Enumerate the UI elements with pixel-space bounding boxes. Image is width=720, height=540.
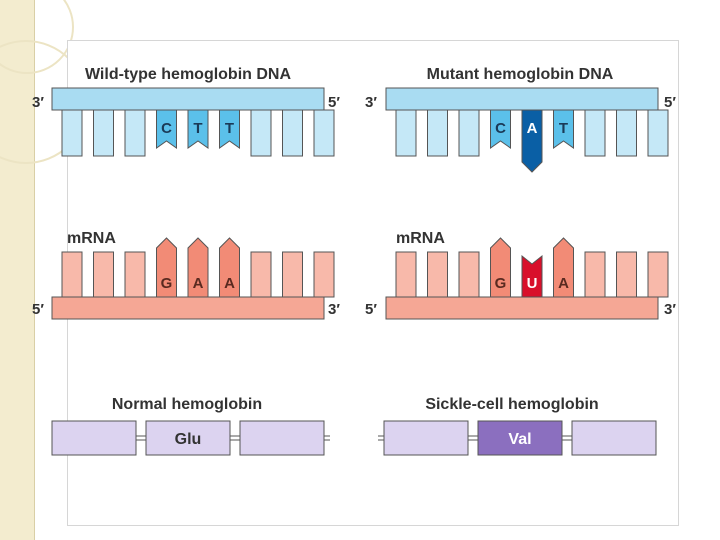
mutant-panel: Mutant hemoglobin DNA 3′ 5′ C A T mRNA G U A… [365, 66, 676, 456]
dna-base-letter: C [495, 120, 506, 137]
mrna-tooth [93, 251, 114, 298]
normal-hemoglobin-title: Normal hemoglobin [112, 396, 262, 413]
dna-base-letter: T [225, 120, 234, 137]
dna-base [490, 109, 511, 149]
mutant-dna-base [521, 109, 543, 173]
sickle-cell-hemoglobin-chain: Val [378, 420, 657, 456]
mrna-base-letter: A [558, 275, 569, 292]
normal-hemoglobin-chain: Glu [51, 420, 330, 456]
wild-type-dna-3prime-label: 3′ [32, 94, 44, 111]
mrna-tooth [313, 251, 335, 298]
wild-type-mrna-3prime-label: 3′ [328, 301, 340, 318]
amino-acid-residue [477, 420, 563, 456]
mutant-dna-5prime-label: 5′ [664, 94, 676, 111]
mrna-tooth [616, 251, 637, 298]
dna-backbone [51, 87, 325, 111]
mrna-base-letter: A [193, 275, 204, 292]
dna-base-letter: A [527, 120, 538, 137]
dna-base [219, 109, 240, 149]
dna-base-letter: T [559, 120, 568, 137]
amino-acid-residue [145, 420, 231, 456]
mrna-backbone [385, 296, 659, 320]
dna-tooth [647, 109, 669, 157]
amino-acid-label: Glu [175, 431, 202, 448]
dna-base-letter: C [161, 120, 172, 137]
mrna-tooth [282, 251, 303, 298]
wild-type-mrna-5prime-label: 5′ [32, 301, 44, 318]
dna-tooth [427, 109, 448, 157]
mrna-base-letter: G [495, 275, 507, 292]
dna-tooth [250, 109, 272, 157]
dna-tooth [458, 109, 480, 157]
mrna-tooth [124, 251, 146, 298]
mrna-tooth [250, 251, 272, 298]
mrna-base-letter: A [224, 275, 235, 292]
mutant-dna-3prime-label: 3′ [365, 94, 377, 111]
mrna-base-letter: G [161, 275, 173, 292]
dna-tooth [395, 109, 417, 157]
dna-base-letter: T [193, 120, 202, 137]
amino-acid-segment [239, 420, 325, 456]
dna-tooth [124, 109, 146, 157]
mutant-mrna-label: mRNA [396, 230, 445, 247]
mrna-tooth [458, 251, 480, 298]
dna-base [553, 109, 574, 149]
mutant-mrna-3prime-label: 3′ [664, 301, 676, 318]
sickle-cell-hemoglobin-title: Sickle-cell hemoglobin [425, 396, 598, 413]
wild-type-dna-title: Wild-type hemoglobin DNA [85, 66, 292, 83]
dna-tooth [61, 109, 83, 157]
mrna-tooth [61, 251, 83, 298]
dna-tooth [313, 109, 335, 157]
mrna-tooth [647, 251, 669, 298]
dna-tooth [282, 109, 303, 157]
mrna-backbone [51, 296, 325, 320]
mrna-tooth [584, 251, 606, 298]
amino-acid-segment [383, 420, 469, 456]
mrna-base-letter: U [527, 275, 538, 292]
mrna-tooth [395, 251, 417, 298]
dna-tooth [93, 109, 114, 157]
dna-base [187, 109, 209, 149]
amino-acid-label: Val [508, 431, 531, 448]
amino-acid-segment [51, 420, 137, 456]
amino-acid-segment [571, 420, 657, 456]
mutant-mrna-5prime-label: 5′ [365, 301, 377, 318]
dna-backbone [385, 87, 659, 111]
mrna-tooth [427, 251, 448, 298]
wild-type-dna-5prime-label: 5′ [328, 94, 340, 111]
dna-base [156, 109, 177, 149]
wild-type-mrna-label: mRNA [67, 230, 116, 247]
dna-tooth [616, 109, 637, 157]
mutant-dna-title: Mutant hemoglobin DNA [427, 66, 614, 83]
dna-tooth [584, 109, 606, 157]
